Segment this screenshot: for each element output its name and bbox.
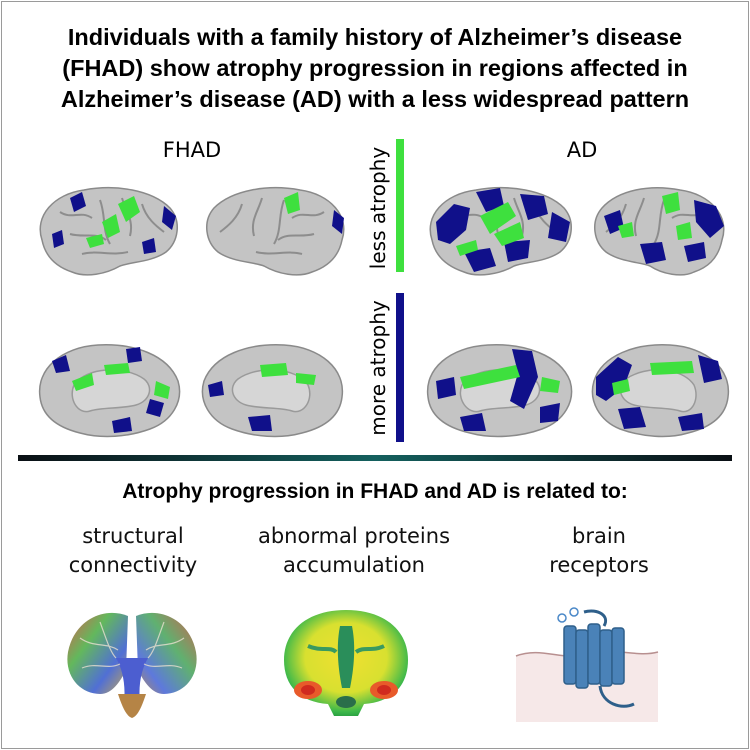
- more-atrophy-label: more atrophy: [366, 300, 390, 436]
- section-title: Atrophy progression in FHAD and AD is re…: [122, 480, 628, 503]
- factor-brain-receptors: brain receptors: [494, 522, 704, 580]
- tractography-icon: [67, 612, 197, 718]
- group-label-fhad: FHAD: [162, 138, 222, 162]
- factor-line-1: structural: [82, 524, 184, 548]
- receptor-protein-icon: [515, 607, 659, 722]
- factor-line-1: abnormal proteins: [257, 524, 451, 548]
- ad-lateral-right-brain-icon: [594, 187, 725, 276]
- factor-structural-connectivity: structural connectivity: [28, 522, 238, 580]
- factor-line-2: receptors: [549, 553, 649, 577]
- section-divider: [18, 455, 732, 461]
- fhad-medial-right-brain-icon: [201, 344, 344, 438]
- title-line-1: Individuals with a family history of Alz…: [67, 24, 683, 50]
- title-line-3: Alzheimer’s disease (AD) with a less wid…: [60, 86, 690, 112]
- factor-abnormal-proteins: abnormal proteins accumulation: [234, 522, 474, 580]
- ad-lateral-left-brain-icon: [429, 187, 572, 276]
- group-label-ad: AD: [566, 138, 598, 162]
- pet-scan-icon: [284, 610, 408, 716]
- fhad-lateral-right-brain-icon: [206, 187, 345, 276]
- less-atrophy-bar: [396, 139, 404, 272]
- ad-medial-right-brain-icon: [591, 344, 730, 438]
- ad-medial-left-brain-icon: [426, 344, 573, 438]
- title-line-2: (FHAD) show atrophy progression in regio…: [62, 55, 688, 81]
- figure-title: Individuals with a family history of Alz…: [2, 22, 748, 115]
- less-atrophy-label: less atrophy: [366, 146, 390, 270]
- factor-line-1: brain: [572, 524, 626, 548]
- fhad-lateral-left-brain-icon: [39, 187, 178, 276]
- more-atrophy-bar: [396, 293, 404, 442]
- fhad-medial-left-brain-icon: [38, 344, 181, 438]
- factor-line-2: accumulation: [283, 553, 425, 577]
- factor-line-2: connectivity: [68, 553, 198, 577]
